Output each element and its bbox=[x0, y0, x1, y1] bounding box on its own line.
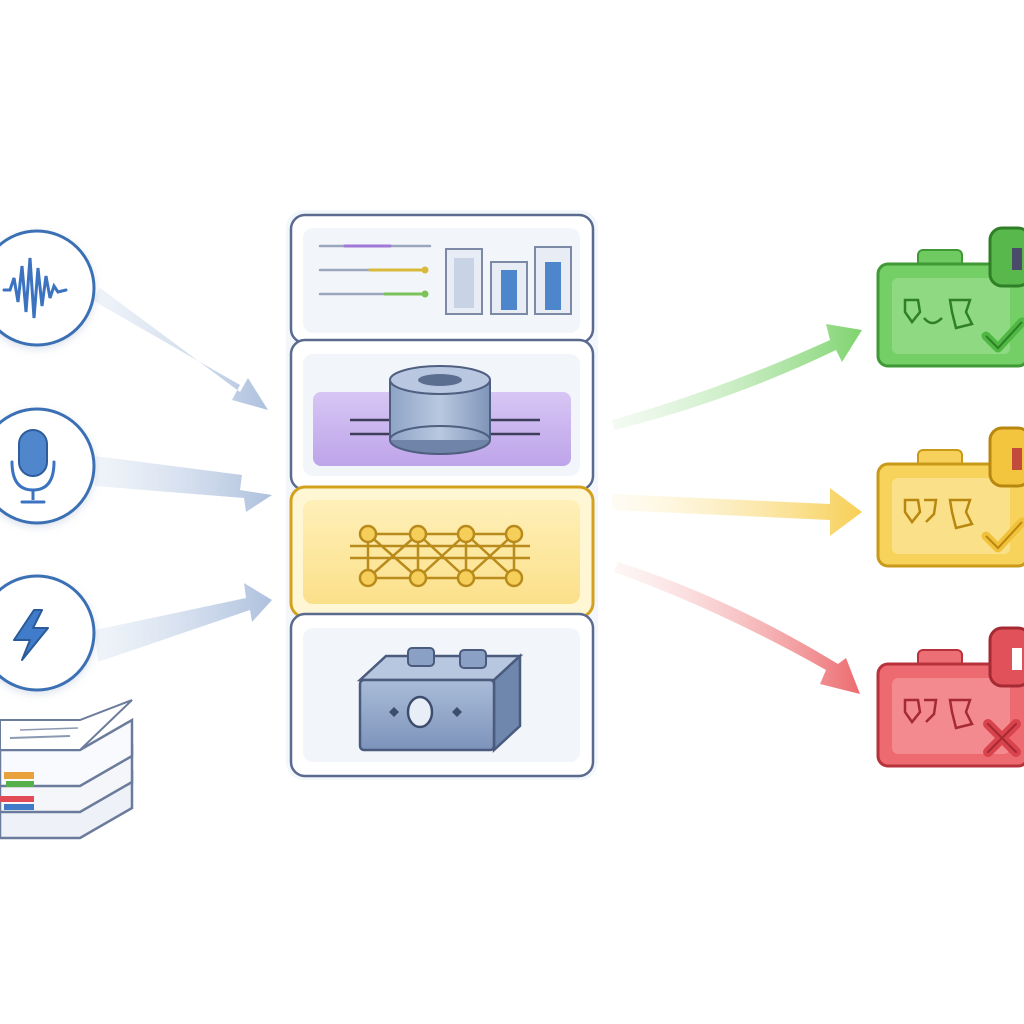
input-arrow-1 bbox=[92, 288, 268, 410]
bar-chart-icon bbox=[445, 246, 572, 315]
stage-processing-unit bbox=[289, 338, 595, 492]
stage-neural-network bbox=[289, 485, 595, 619]
lightning-bolt-icon bbox=[13, 609, 49, 661]
output-arrows bbox=[612, 324, 862, 694]
output-fail bbox=[876, 626, 1024, 768]
pipeline-stack bbox=[286, 210, 598, 780]
output-pass bbox=[876, 226, 1024, 368]
input-arrow-2 bbox=[95, 456, 272, 512]
cylinder-icon bbox=[389, 365, 491, 455]
output-arrow-pass bbox=[612, 324, 862, 430]
input-arrows bbox=[92, 288, 272, 662]
output-arrow-warning bbox=[612, 488, 862, 536]
stage-hardware-module bbox=[289, 612, 595, 778]
device-box-icon bbox=[356, 647, 524, 753]
cross-icon bbox=[983, 719, 1021, 757]
input-power bbox=[0, 574, 96, 692]
input-waveform bbox=[0, 229, 96, 347]
output-warning bbox=[876, 426, 1024, 568]
output-arrow-fail bbox=[614, 562, 860, 694]
microphone-icon bbox=[10, 429, 56, 504]
input-microphone bbox=[0, 407, 96, 525]
waveform-icon bbox=[2, 257, 68, 319]
input-arrow-3 bbox=[95, 583, 272, 662]
slider-lines bbox=[318, 244, 432, 298]
document-stack-icon bbox=[0, 699, 134, 840]
stage-metrics-panel bbox=[289, 213, 595, 345]
